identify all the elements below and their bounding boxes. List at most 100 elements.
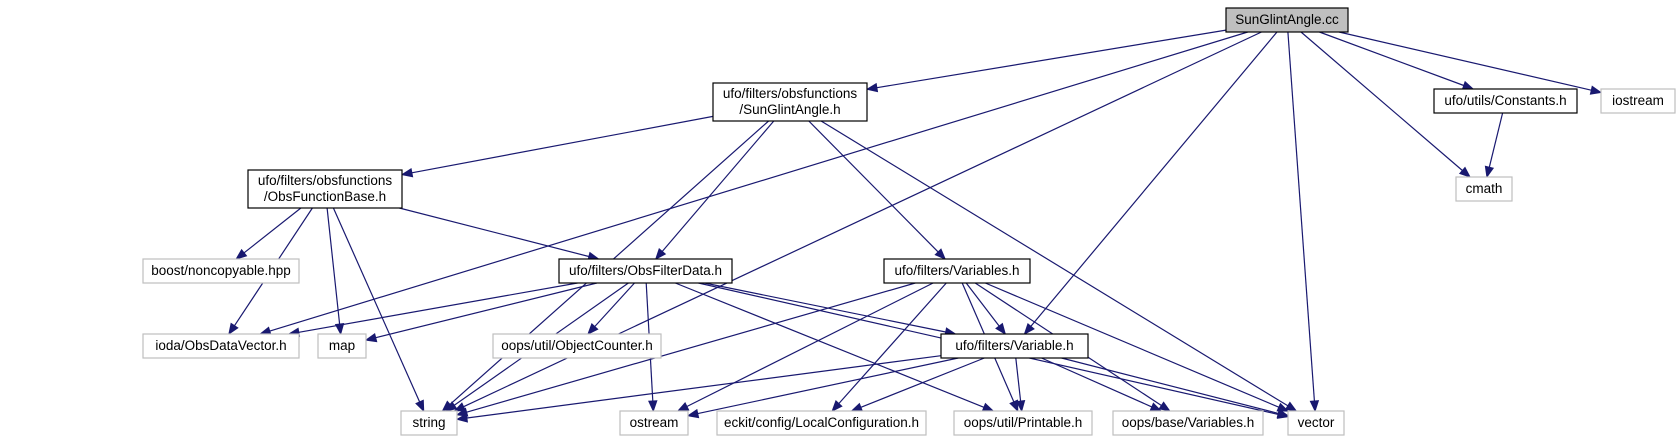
edge-line [686, 282, 934, 408]
node-box [712, 82, 868, 122]
edge-line [1287, 31, 1315, 402]
edge-line [876, 29, 1227, 89]
node-variables[interactable]: ufo/filters/Variables.h [883, 258, 1031, 284]
node-box [953, 410, 1093, 436]
edge-line [411, 115, 714, 174]
edge-line [697, 357, 959, 415]
node-label: boost/noncopyable.hpp [151, 263, 291, 278]
edge-arrowhead [1023, 322, 1035, 336]
node-map[interactable]: map [317, 333, 367, 359]
node-box [1455, 176, 1513, 202]
edge-variable-to-vector [1061, 357, 1290, 418]
edge-sgah-to-variables [808, 120, 947, 260]
node-label: SunGlintAngle.cc [1235, 12, 1339, 27]
edge-arrowhead [648, 400, 658, 413]
node-ostream[interactable]: ostream [619, 410, 689, 436]
node-box [317, 333, 367, 359]
edge-root-to-odv [258, 31, 1248, 336]
node-label: oops/util/ObjectCounter.h [501, 338, 653, 353]
node-localconf[interactable]: eckit/config/LocalConfiguration.h [716, 410, 927, 436]
edge-arrowhead [850, 402, 864, 412]
edge-line [704, 282, 946, 333]
edge-line [860, 357, 985, 408]
node-label: /SunGlintAngle.h [739, 102, 840, 117]
edge-arrowhead [686, 408, 700, 419]
edge-arrowhead [455, 407, 469, 417]
node-ofd[interactable]: ufo/filters/ObsFilterData.h [558, 258, 733, 284]
node-iostream[interactable]: iostream [1600, 88, 1676, 114]
node-noncopy[interactable]: boost/noncopyable.hpp [142, 258, 300, 284]
edge-line [466, 355, 942, 419]
edge-ofbase-to-map [326, 207, 345, 336]
edge-line [965, 282, 1000, 327]
edge-root-to-constants [1319, 31, 1475, 90]
edge-variable-to-ostream [686, 357, 959, 419]
edge-variable-to-localconf [850, 357, 985, 412]
node-root[interactable]: SunGlintAngle.cc [1225, 7, 1349, 33]
node-constants[interactable]: ufo/utils/Constants.h [1433, 88, 1578, 114]
edge-arrowhead [235, 248, 248, 260]
edge-line [661, 120, 775, 252]
edge-variable-to-string [455, 355, 942, 423]
node-vector[interactable]: vector [1287, 410, 1345, 436]
node-box [492, 333, 662, 359]
edge-line [399, 207, 590, 258]
node-box [558, 258, 733, 284]
edge-variables-to-localconf [831, 282, 947, 413]
node-variable[interactable]: ufo/filters/Variable.h [940, 333, 1089, 359]
edge-arrowhead [1158, 401, 1171, 412]
node-string[interactable]: string [400, 410, 458, 436]
edge-arrowhead [453, 402, 467, 412]
edge-line [269, 31, 1248, 332]
edge-line [332, 207, 421, 403]
node-label: ufo/filters/obsfunctions [723, 86, 858, 101]
edge-arrowhead [1589, 85, 1603, 95]
edge-constants-to-cmath [1484, 112, 1504, 179]
edge-arrowhead [228, 322, 239, 336]
edge-arrowhead [364, 332, 378, 343]
edge-arrowhead [1461, 80, 1475, 90]
edge-arrowhead [415, 399, 425, 413]
node-sgah[interactable]: ufo/filters/obsfunctions/SunGlintAngle.h [712, 82, 868, 122]
node-box [247, 169, 403, 209]
edge-line [1015, 357, 1022, 402]
edge-arrowhead [831, 400, 843, 413]
node-cmath[interactable]: cmath [1455, 176, 1513, 202]
edge-ofbase-to-ofd [399, 207, 600, 261]
edge-line [594, 282, 635, 328]
node-label: iostream [1612, 93, 1664, 108]
node-oopsvars[interactable]: oops/base/Variables.h [1112, 410, 1264, 436]
node-odv[interactable]: ioda/ObsDataVector.h [142, 333, 300, 359]
edge-arrowhead [1284, 401, 1298, 412]
node-box [619, 410, 689, 436]
edge-ofd-to-odv [287, 282, 578, 337]
node-label: ufo/utils/Constants.h [1444, 93, 1566, 108]
edge-root-to-variable [1023, 31, 1278, 336]
node-printable[interactable]: oops/util/Printable.h [953, 410, 1093, 436]
node-box [716, 410, 927, 436]
edge-line [838, 282, 947, 404]
node-label: string [412, 415, 445, 430]
node-label: oops/util/Printable.h [964, 415, 1083, 430]
node-label: ufo/filters/Variables.h [894, 263, 1019, 278]
node-ofbase[interactable]: ufo/filters/obsfunctions/ObsFunctionBase… [247, 169, 403, 209]
edge-root-to-sgah [865, 29, 1227, 93]
edge-line [1061, 357, 1279, 414]
edge-arrowhead [455, 413, 468, 423]
node-box [1112, 410, 1264, 436]
node-label: ioda/ObsDataVector.h [155, 338, 286, 353]
edge-sgah-to-ofd [654, 120, 775, 261]
edge-arrowhead [1484, 165, 1495, 179]
edge-line [466, 282, 916, 413]
edge-arrowhead [1309, 400, 1320, 413]
edge-arrowhead [654, 247, 667, 261]
edge-line [820, 120, 1289, 407]
node-objcounter[interactable]: oops/util/ObjectCounter.h [492, 333, 662, 359]
edge-ofd-to-objcounter [587, 282, 635, 335]
node-box [1433, 88, 1578, 114]
edge-root-to-iostream [1338, 31, 1603, 95]
edge-arrowhead [587, 323, 599, 335]
edge-root-to-vector [1287, 31, 1320, 413]
edge-line [298, 282, 578, 333]
